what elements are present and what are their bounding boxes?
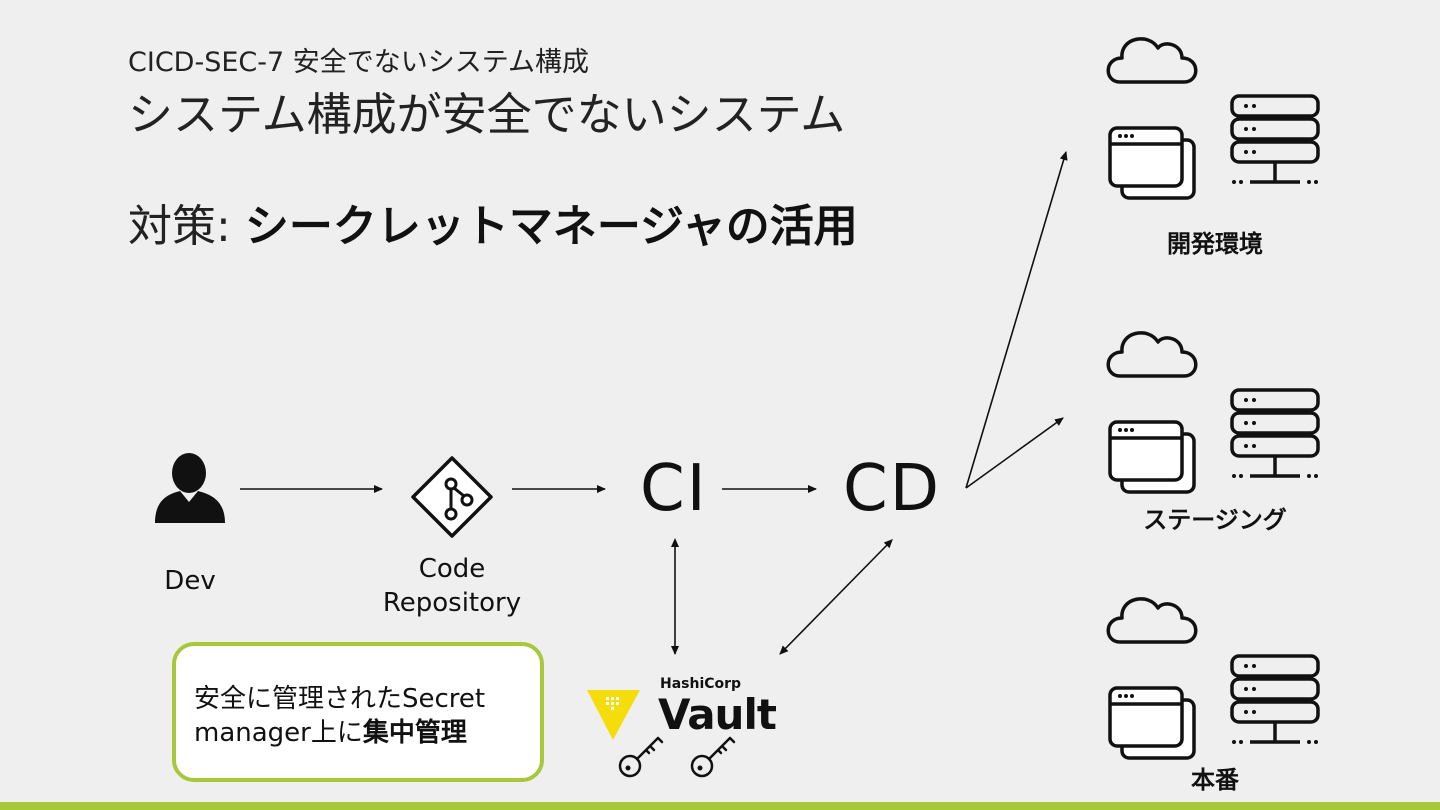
cd-node: CD	[843, 452, 941, 526]
note-line2-prefix: manager上に	[194, 718, 363, 748]
vault-logo-icon	[587, 690, 640, 740]
git-icon	[411, 456, 493, 538]
note-callout	[172, 642, 544, 782]
ci-node: CI	[640, 452, 708, 526]
vault-brand-name: Vault	[658, 690, 777, 739]
staging-environment-label: ステージング	[1143, 506, 1287, 534]
note-line2-bold: 集中管理	[362, 718, 467, 748]
repo-label-line1: Code	[418, 554, 486, 584]
repo-label-line2: Repository	[382, 588, 522, 618]
note-line2: manager上に集中管理	[194, 716, 485, 750]
note-text: 安全に管理されたSecret manager上に集中管理	[194, 682, 485, 750]
dev-environment-icon	[1106, 37, 1320, 200]
dev-environment-label: 開発環境	[1167, 230, 1263, 258]
countermeasure-label: 対策:	[128, 201, 231, 252]
production-environment-label: 本番	[1191, 766, 1239, 794]
countermeasure-value: シークレットマネージャの活用	[244, 201, 858, 252]
arrow-cd-to-staging	[965, 417, 1064, 489]
key-icon	[690, 736, 736, 778]
key-icon	[618, 736, 664, 778]
code-repository-label: Code Repository	[372, 552, 532, 620]
arrow-cd-vault	[779, 539, 893, 655]
arrow-cd-to-dev-env	[965, 151, 1068, 489]
subtitle: CICD-SEC-7 安全でないシステム構成	[128, 47, 589, 78]
page-title: システム構成が安全でないシステム	[128, 88, 846, 141]
person-icon	[155, 453, 225, 523]
staging-environment-icon	[1106, 331, 1320, 494]
bottom-accent-bar	[0, 802, 1440, 810]
note-line1: 安全に管理されたSecret	[194, 684, 486, 714]
countermeasure: 対策: シークレットマネージャの活用	[128, 190, 858, 254]
production-environment-icon	[1106, 597, 1320, 760]
vault-brand-small: HashiCorp	[660, 676, 742, 692]
dev-label: Dev	[164, 566, 216, 596]
